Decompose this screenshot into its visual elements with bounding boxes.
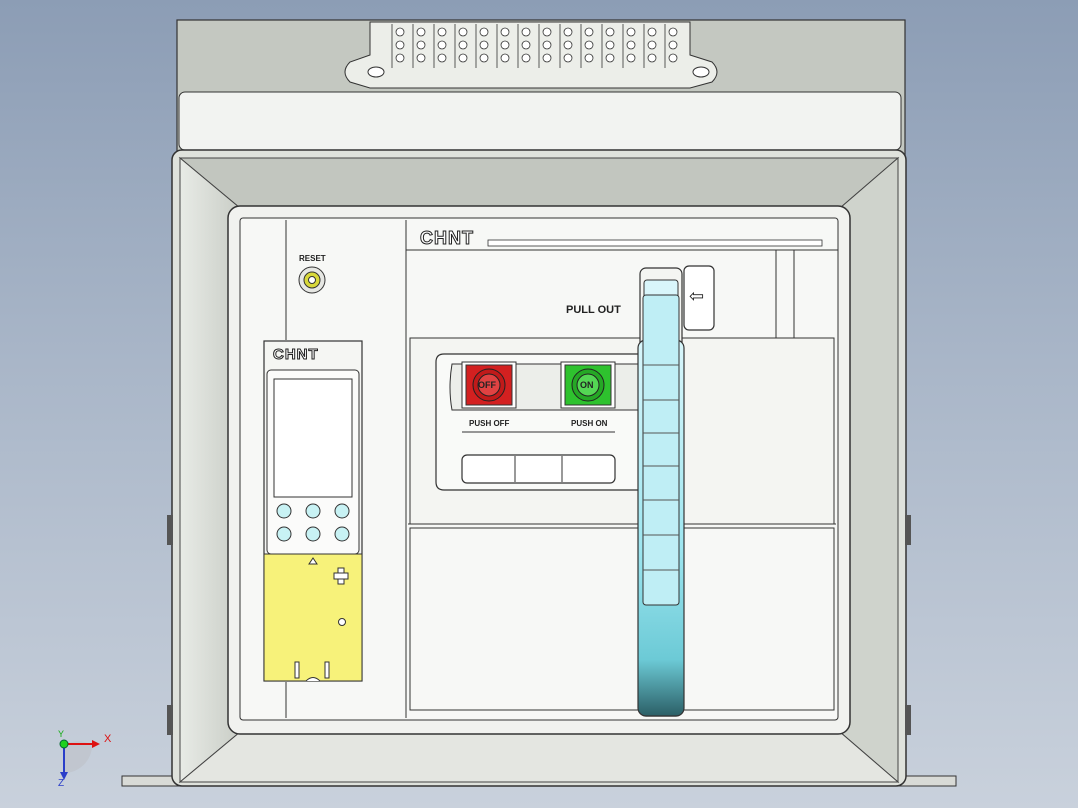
trip-unit-key[interactable] — [334, 526, 350, 542]
terminal-screw-icon — [605, 53, 615, 63]
push-off-label: PUSH OFF — [469, 419, 510, 428]
trip-unit — [263, 340, 363, 682]
terminal-screw-icon — [626, 40, 636, 50]
terminal-screw-icon — [416, 27, 426, 37]
terminal-screw-icon — [416, 53, 426, 63]
terminal-screw-icon — [479, 40, 489, 50]
terminal-screw-icon — [542, 53, 552, 63]
terminal-screw-icon — [584, 53, 594, 63]
push-off-button-shape — [461, 361, 517, 409]
terminal-screw-icon — [395, 27, 405, 37]
axis-y-label: Y — [58, 729, 65, 739]
terminal-screw-icon — [605, 40, 615, 50]
terminal-screw-icon — [395, 53, 405, 63]
terminal-screw-icon — [542, 40, 552, 50]
off-button-text: OFF — [478, 380, 496, 390]
terminal-screw-icon — [668, 53, 678, 63]
terminal-screw-icon — [479, 27, 489, 37]
pull-out-tab — [683, 265, 715, 331]
trip-unit-key[interactable] — [276, 526, 292, 542]
terminal-screw-icon — [395, 40, 405, 50]
trip-unit-key[interactable] — [276, 503, 292, 519]
push-on-button[interactable] — [565, 365, 611, 405]
pull-out-label: PULL OUT — [566, 304, 621, 316]
terminal-screw-icon — [458, 53, 468, 63]
axis-x-label: X — [104, 733, 112, 745]
racking-handle — [637, 267, 685, 717]
reset-label: RESET — [299, 254, 326, 263]
trip-unit-key[interactable] — [334, 503, 350, 519]
terminal-screw-icon — [647, 40, 657, 50]
terminal-screw-icon — [521, 53, 531, 63]
terminal-block — [344, 21, 718, 89]
terminal-screw-icon — [521, 27, 531, 37]
terminal-screw-icon — [479, 53, 489, 63]
racking-handle-grip[interactable] — [638, 340, 684, 716]
terminal-screw-icon — [437, 53, 447, 63]
terminal-screw-icon — [668, 27, 678, 37]
terminal-screw-icon — [542, 27, 552, 37]
terminal-screw-icon — [563, 27, 573, 37]
axis-triad — [59, 739, 100, 780]
terminal-screw-icon — [626, 27, 636, 37]
terminal-screw-icon — [458, 27, 468, 37]
trip-unit-key[interactable] — [305, 526, 321, 542]
axis-z-label: Z — [58, 778, 65, 789]
terminal-screw-icon — [647, 27, 657, 37]
terminal-screw-icon — [563, 40, 573, 50]
terminal-screw-icon — [416, 40, 426, 50]
trip-unit-key[interactable] — [305, 503, 321, 519]
trip-unit-keypad — [276, 503, 350, 542]
push-on-button-shape — [560, 361, 616, 409]
terminal-screw-icon — [584, 40, 594, 50]
terminal-screw-icon — [563, 53, 573, 63]
terminal-screw-icon — [605, 27, 615, 37]
on-button-text: ON — [580, 380, 594, 390]
brand-logo-main: CHNT — [420, 228, 474, 249]
terminal-screw-icon — [521, 40, 531, 50]
terminal-screw-icon — [584, 27, 594, 37]
arrow-left-icon: ⇦ — [689, 286, 705, 306]
terminal-screw-icon — [647, 53, 657, 63]
push-off-button[interactable] — [466, 365, 512, 405]
terminal-screw-icon — [626, 53, 636, 63]
terminal-screw-icon — [437, 40, 447, 50]
terminal-screw-icon — [458, 40, 468, 50]
reset-button[interactable] — [299, 267, 325, 293]
terminal-screw-icon — [500, 40, 510, 50]
terminal-screw-icon — [500, 27, 510, 37]
terminal-screw-icon — [500, 53, 510, 63]
terminal-screw-icon — [437, 27, 447, 37]
terminal-screw-icon — [668, 40, 678, 50]
push-on-label: PUSH ON — [571, 419, 608, 428]
brand-logo-trip-unit: CHNT — [273, 346, 319, 364]
